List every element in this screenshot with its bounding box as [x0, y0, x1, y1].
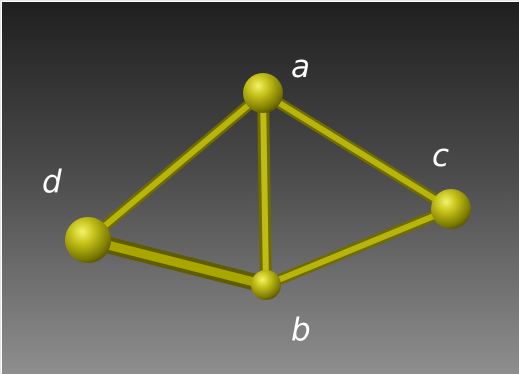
vertex-c: [431, 189, 471, 229]
edge-b-d: [79, 231, 275, 294]
edge-b-c: [260, 203, 457, 291]
edge-a-d: [82, 87, 269, 246]
vertex-b: [251, 270, 281, 300]
edge-a-b: [257, 87, 272, 291]
vertices: [65, 73, 471, 300]
vertex-label-c: c: [432, 138, 449, 174]
vertex-label-a: a: [291, 49, 310, 85]
vertex-label-d: d: [42, 164, 62, 200]
vertex-a: [243, 73, 283, 113]
vertex-label-b: b: [291, 312, 311, 348]
edges: [79, 87, 457, 294]
vertex-d: [65, 217, 111, 263]
edge-a-c: [257, 87, 457, 215]
